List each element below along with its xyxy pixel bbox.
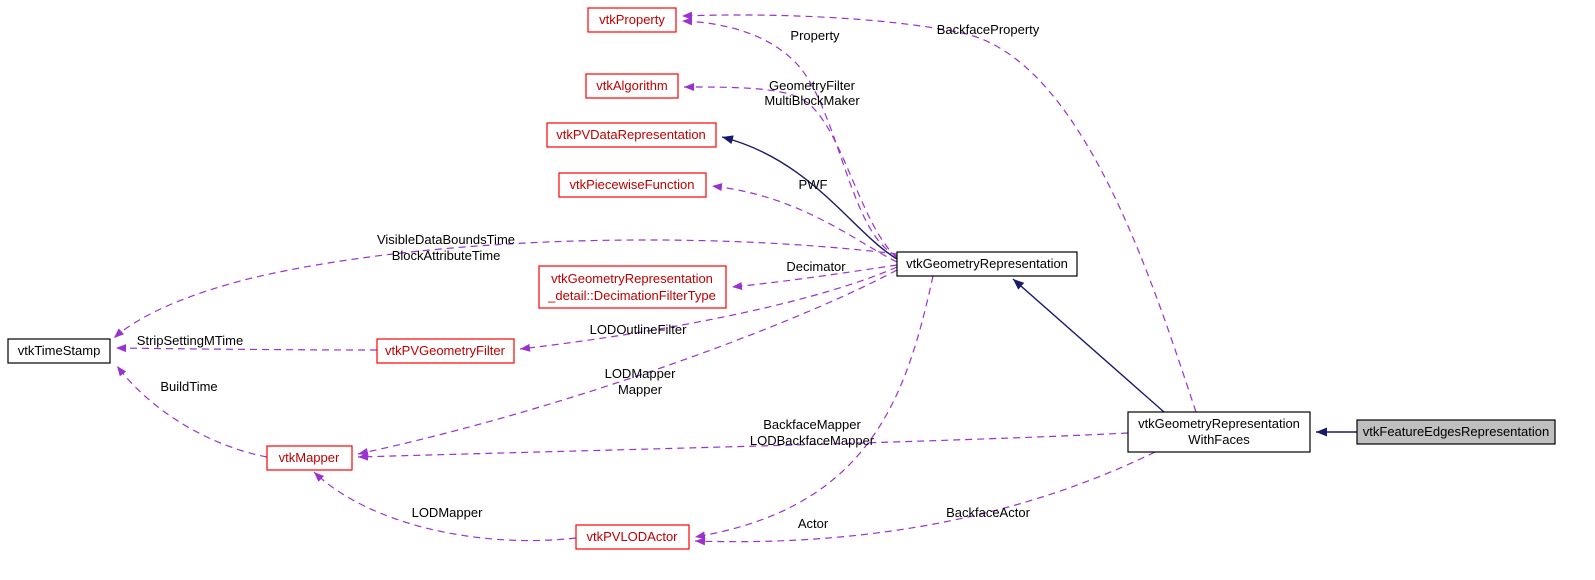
edge-label-visible-data-bounds-time: VisibleDataBoundsTime: [377, 232, 515, 247]
edge-label-geometry-filter: GeometryFilter: [769, 78, 856, 93]
node-vtkProperty[interactable]: vtkProperty: [587, 7, 677, 33]
edge-lod-outline-filter: [519, 266, 898, 352]
edge-label-strip-setting-mtime: StripSettingMTime: [137, 333, 243, 348]
node-label: vtkPiecewiseFunction: [570, 177, 695, 192]
edge-lod-mapper-actor: [313, 471, 577, 542]
edge-label-property: Property: [790, 28, 840, 43]
edge-label-actor: Actor: [798, 516, 829, 531]
node-box: [558, 172, 707, 198]
node-vtkFeatureEdgesRepresentation: vtkFeatureEdgesRepresentation: [1356, 419, 1556, 445]
edge-label-backface-property: BackfaceProperty: [937, 22, 1040, 37]
node-box: [896, 251, 1078, 277]
node-label: vtkProperty: [599, 12, 665, 27]
edge-decimator: [731, 264, 898, 290]
node-box: [1356, 419, 1556, 445]
edge-label-lod-outline-filter: LODOutlineFilter: [590, 322, 687, 337]
edge-backface-property: [681, 11, 1197, 413]
node-decimation-filter-type[interactable]: vtkGeometryRepresentation _detail::Decim…: [538, 265, 727, 309]
edge-labels: Property BackfaceProperty GeometryFilter…: [137, 22, 1040, 531]
edge-pwf: [711, 183, 898, 263]
edge-label-backface-mapper: BackfaceMapper: [763, 417, 861, 432]
edge-build-time: [116, 365, 268, 458]
node-vtkAlgorithm[interactable]: vtkAlgorithm: [585, 73, 679, 99]
edge-strip-setting-mtime: [115, 344, 378, 353]
node-vtkPVDataRepresentation[interactable]: vtkPVDataRepresentation: [546, 122, 717, 148]
edge-visible-data-bounds-time: [113, 239, 898, 339]
edge-label-backface-actor: BackfaceActor: [946, 505, 1030, 520]
node-label: vtkPVLODActor: [586, 529, 678, 544]
node-box: [546, 122, 717, 148]
node-label: vtkFeatureEdgesRepresentation: [1363, 424, 1549, 439]
node-vtkTimeStamp[interactable]: vtkTimeStamp: [7, 338, 111, 364]
node-label-line1: vtkGeometryRepresentation: [551, 271, 713, 286]
node-box: [575, 524, 690, 550]
inheritance-edges: [721, 135, 1357, 437]
edge-label-lod-mapper-actor: LODMapper: [412, 505, 483, 520]
edge-actor: [694, 275, 934, 540]
edge-inherit-pvdatarepresentation: [721, 135, 898, 260]
edge-label-decimator: Decimator: [786, 259, 846, 274]
edge-mapper: [357, 269, 898, 456]
edge-label-lod-mapper: LODMapper: [605, 366, 676, 381]
node-box: [266, 445, 353, 471]
node-box: [538, 265, 727, 309]
node-vtkGeometryRepresentationWithFaces[interactable]: vtkGeometryRepresentation WithFaces: [1127, 411, 1311, 453]
edge-backface-mapper: [357, 432, 1129, 461]
node-box: [7, 338, 111, 364]
node-label-line2: WithFaces: [1188, 432, 1250, 447]
node-label: vtkAlgorithm: [596, 78, 668, 93]
node-box: [587, 7, 677, 33]
edge-inherit-geometryrepresentation: [1012, 278, 1165, 413]
edge-label-multi-block-maker: MultiBlockMaker: [764, 93, 860, 108]
node-label-line1: vtkGeometryRepresentation: [1138, 416, 1300, 431]
collaboration-edges: [113, 11, 1197, 546]
edge-backface-actor: [694, 451, 1156, 546]
node-vtkPVLODActor[interactable]: vtkPVLODActor: [575, 524, 690, 550]
node-box: [585, 73, 679, 99]
node-label: vtkTimeStamp: [18, 343, 101, 358]
node-vtkMapper[interactable]: vtkMapper: [266, 445, 353, 471]
node-label: vtkMapper: [279, 450, 340, 465]
node-box: [376, 338, 515, 364]
edge-label-mapper: Mapper: [618, 382, 663, 397]
edge-label-block-attribute-time: BlockAttributeTime: [392, 248, 501, 263]
node-box: [1127, 411, 1311, 453]
node-vtkPiecewiseFunction[interactable]: vtkPiecewiseFunction: [558, 172, 707, 198]
node-label: vtkGeometryRepresentation: [906, 256, 1068, 271]
node-label: vtkPVDataRepresentation: [556, 127, 706, 142]
edge-label-pwf: PWF: [799, 177, 828, 192]
node-vtkGeometryRepresentation[interactable]: vtkGeometryRepresentation: [896, 251, 1078, 277]
node-label-line2: _detail::DecimationFilterType: [547, 288, 716, 303]
node-label: vtkPVGeometryFilter: [385, 343, 506, 358]
node-vtkPVGeometryFilter[interactable]: vtkPVGeometryFilter: [376, 338, 515, 364]
edge-label-build-time: BuildTime: [160, 379, 217, 394]
edge-geometry-filter: [683, 83, 898, 259]
edge-label-lod-backface-mapper: LODBackfaceMapper: [750, 433, 875, 448]
